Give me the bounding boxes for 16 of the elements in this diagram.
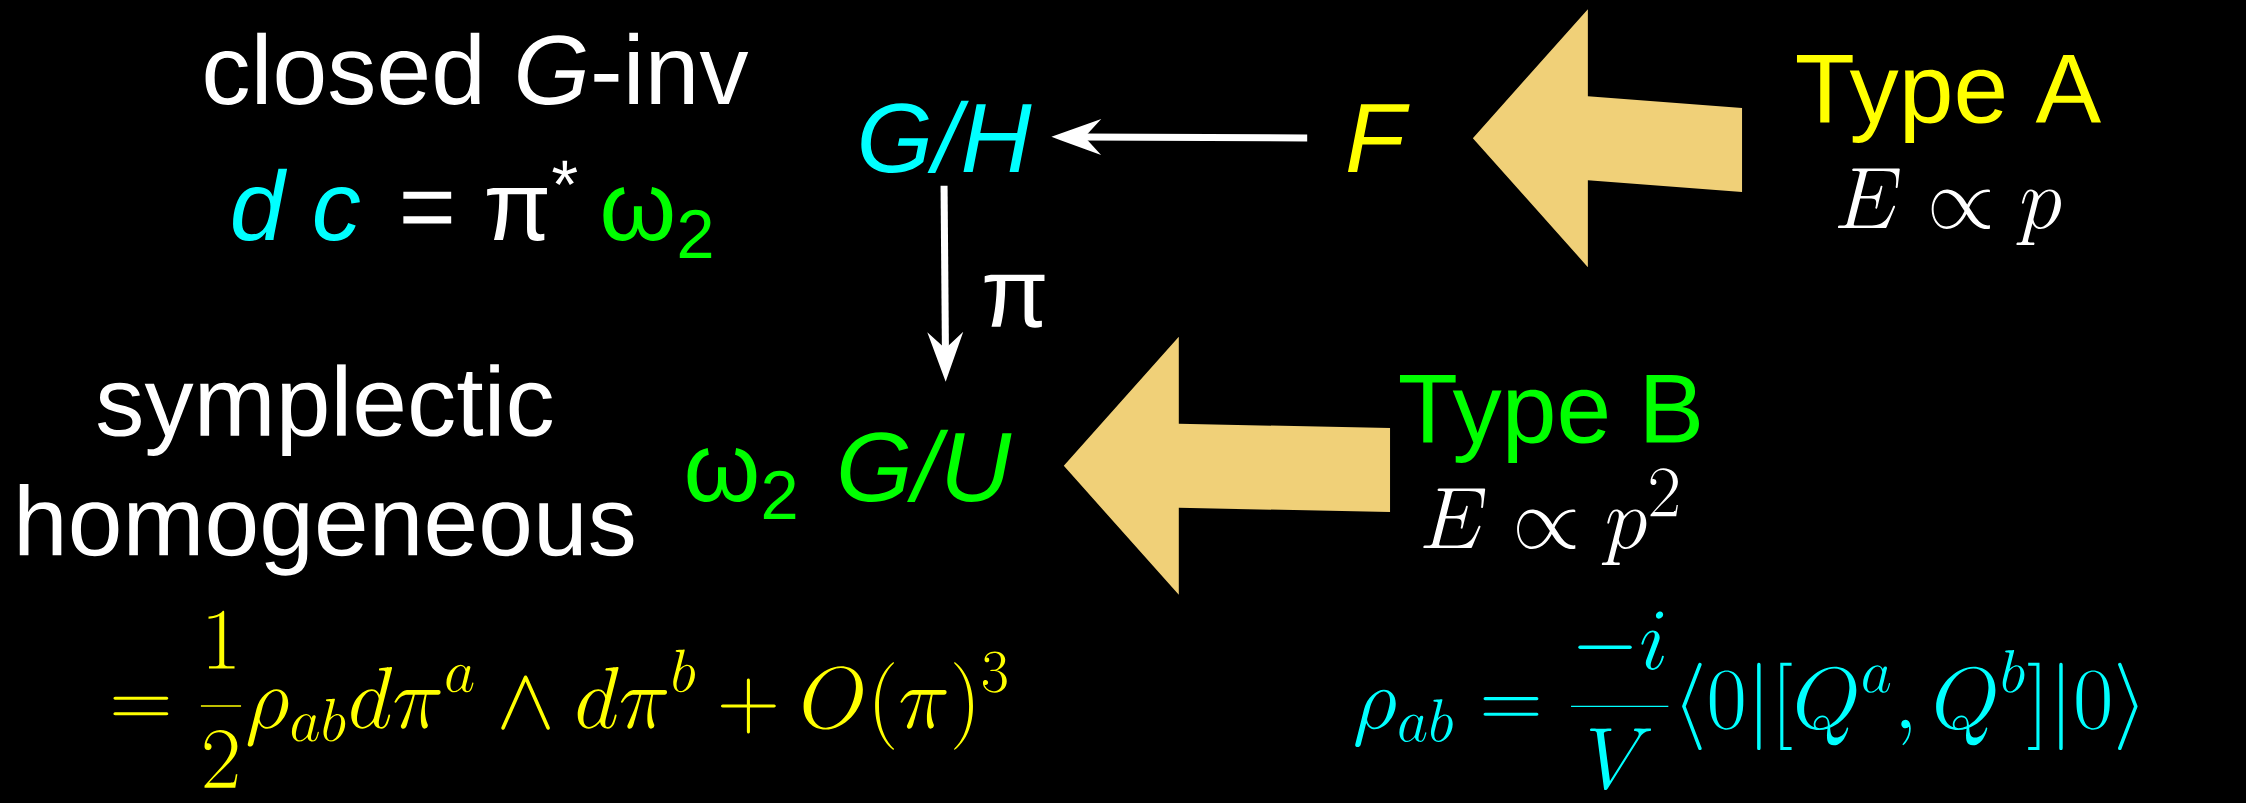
type-label: Type A $E \propto p$ [1797, 54, 2101, 246]
math-label: = π$^{*}$ [403, 160, 578, 241]
math-label: d c [233, 168, 360, 241]
block-arrow [1063, 336, 1391, 595]
formula: $= \frac{1}{2}\rho_{ab}d\pi^a\wedge d\pi^b+O(\pi)^3$ [113, 610, 1007, 788]
math-label: G/U [840, 429, 1012, 502]
math-label: G/H [861, 100, 1032, 173]
caption-text: closed G-inv [205, 32, 749, 105]
type-label: Type B $E \propto p^2$ [1400, 374, 1699, 566]
formula: $\rho_{ab}=\frac{-i}{V}\langle 0|[Q^a,Q^b]|0\rangle$ [1355, 611, 2138, 791]
caption-text: symplectic homogeneous [19, 364, 634, 576]
math-label: F [1347, 104, 1410, 172]
math-label: ω$_{2}$ [603, 187, 712, 258]
math-label: ω$_{2}$ [687, 448, 796, 519]
block-arrow [1472, 9, 1743, 268]
edge-label: π [984, 274, 1045, 328]
